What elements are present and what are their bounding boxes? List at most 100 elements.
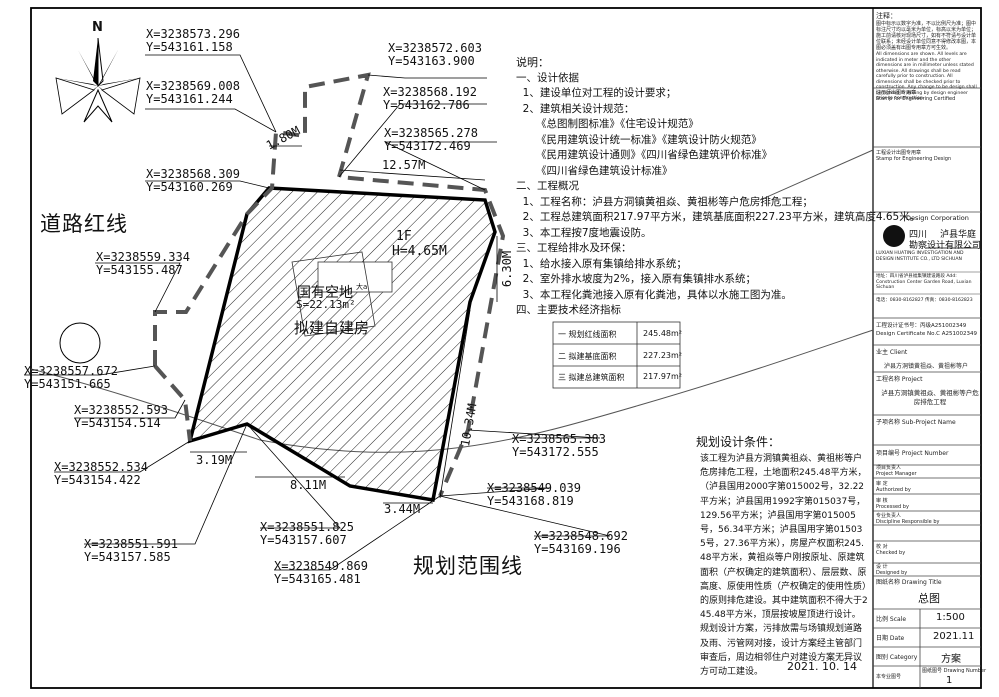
dimension-label: 3.19M [196,453,233,467]
notes-line: 2、工程总建筑面积217.97平方米，建筑基底面积227.23平方米，建筑高度4… [516,211,921,223]
drawing-title-label: 图纸名称 Drawing Title [876,579,942,586]
corp-en: Design Corporation [906,214,969,222]
drawing-frame [30,7,982,689]
land-mark: 大a [356,283,368,291]
planning-body: 该工程为泸县方洞镇黄祖焱、黄祖彬等户危房排危工程，土地面积245.48平方米，（… [700,454,868,678]
land-parcel-outline [317,261,393,293]
tech-table-value: 217.97m² [643,372,682,381]
floor-label: 1F [396,229,412,244]
coordinate-leaders [24,54,611,571]
design-notes: 说明： 一、设计依据 1、建设单位对工程的设计要求； 2、建筑相关设计规范： 《… [516,55,920,319]
corp-cn: 勘察设计有限公司 [909,241,982,251]
date-value: 2021.11 [933,631,975,642]
land-area-label: S=22.13m² [296,298,356,311]
tech-table-label: 三 拟建总建筑面积 [558,373,625,382]
tech-table-grid [552,321,681,389]
dimension-lines [190,145,498,504]
building-footprint [187,186,497,503]
notes-line: 三、工程给排水及环保： [516,242,632,254]
drawing-title-value: 总图 [918,592,940,605]
company-logo-icon [883,225,905,247]
height-label: H=4.65M [392,244,447,259]
drawing-number-cn: 本专业图号 [876,674,902,680]
category-value: 方案 [941,654,961,665]
date-label: 日期 Date [876,635,905,642]
dimension-label: 8.11M [290,478,327,492]
title-block-grid [873,87,981,688]
planning-date: 2021. 10. 14 [787,660,857,673]
notes-line: 一、设计依据 [516,71,579,84]
client-label: 业主 Client [876,349,908,356]
category-label: 图别 Category [876,654,918,661]
project-value: 泸县方洞镇黄祖焱、黄祖彬等户危房排危工程 [881,389,979,406]
planning-title: 规划设计条件： [696,435,781,449]
project-label: 工程名称 Project [876,376,923,383]
tech-table-label: 一 规划红线面积 [558,330,617,339]
north-arrow-icon [55,37,141,123]
stamp-certified: 注册师出图专用章 Stamp for Engineering Certified [876,90,956,102]
notes-line: 《民用建筑设计统一标准》《建筑设计防火规范》 [516,133,762,146]
scale-label: 比例 Scale [876,616,907,623]
road-red-line-label: 道路红线 [40,212,128,236]
planning-boundary-label: 规划范围线 [413,554,523,578]
notes-line: 《总图制图标准》《住宅设计规范》 [516,118,699,130]
project-number-label: 项目编号 Project Number [876,450,949,457]
tech-table-label: 二 拟建基底面积 [558,352,617,361]
planning-boundary-line [153,72,506,497]
notes-title: 说明： [516,56,549,69]
dimension-label: 6.30M [500,250,515,288]
notes-line: 《四川省绿色建筑设计标准》 [516,164,673,177]
drawing-number-value: 1 [946,675,953,686]
notes-line: 二、工程概况 [516,180,579,192]
road-edge-line [759,149,874,201]
notes-line: 3、本工程按7度地震设防。 [516,226,652,239]
notes-line: 四、主要技术经济指标 [516,304,621,316]
notes-line: 1、建设单位对工程的设计要求； [516,87,677,99]
stamp-design: 工程设计出图专用章 Stamp for Engineering Design [876,150,952,162]
dimension-label: 3.44M [384,502,421,516]
north-label: N [92,20,103,35]
tree-marker [59,322,101,364]
corp-tel: 电话：0830-8162827 传真：0830-8162823 [876,298,973,303]
notes-line: 1、给水接入原有集镇给排水系统； [516,257,687,270]
notes-line: 《民用建筑设计通则》《四川省绿色建筑评价标准》 [516,149,773,161]
corp-full-en: LUXIAN HUATING INVESTIGATION AND DESIGN … [876,251,964,262]
notes-line: 3、本工程化粪池接入原有化粪池，具体以水施工图为准。 [516,288,792,301]
subproject-label: 子项名称 Sub-Project Name [876,419,956,426]
corp-certificate: 工程设计证书号：丙级A251002349 Design Certificate … [876,323,978,337]
corp-cn: 四川 [909,230,928,240]
tech-table-value: 227.23m² [643,351,682,360]
notes-line: 1、工程名称：泸县方洞镇黄祖焱、黄祖彬等户危房排危工程； [516,195,813,208]
notes-line: 2、室外排水坡度为2%，接入原有集镇排水系统； [516,273,757,285]
drawing-number-label: 图纸图号 Drawing Number [922,668,987,674]
land-label: 国有空地 [297,285,353,301]
corp-address: 地址：四川省泸县福集镇建设路段 Add: Construction Center… [876,274,972,290]
notes-line: 2、建筑相关设计规范： [516,102,635,115]
tech-table-value: 245.48m² [643,329,682,338]
scale-value: 1:500 [936,612,965,623]
proposed-building-label: 拟建自建房 [294,319,370,337]
